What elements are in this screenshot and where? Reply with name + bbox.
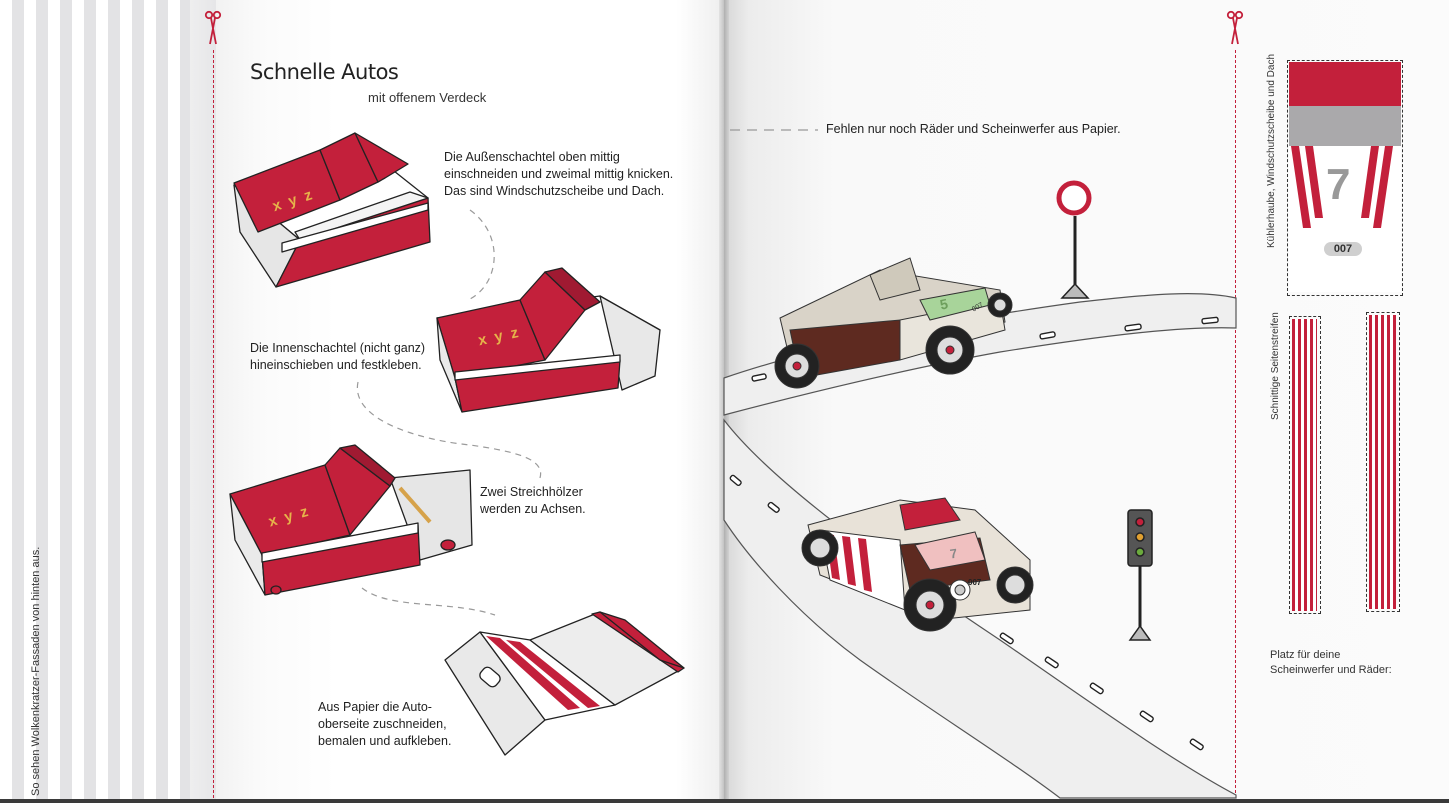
page-subtitle: mit offenem Verdeck (368, 90, 487, 105)
right-caption: Fehlen nur noch Räder und Scheinwerfer a… (826, 122, 1121, 136)
hood-template-gray-band (1289, 106, 1401, 146)
cut-line-left (213, 50, 214, 798)
connector-2 (356, 381, 542, 479)
car-red-plate: 007 (968, 578, 982, 587)
step-4-text: Aus Papier die Auto- oberseite zuschneid… (318, 700, 452, 748)
hood-number: 7 (1326, 160, 1351, 209)
step-1-text: Die Außenschachtel oben mittig einschnei… (444, 150, 674, 198)
hood-template-red-band (1289, 62, 1401, 106)
box-step-2 (436, 267, 661, 413)
page-edge-shade (190, 0, 216, 803)
side-template-label: Schnittige Seitenstreifen (1270, 312, 1281, 420)
striped-margin (0, 0, 216, 803)
side-strip-left (1292, 319, 1317, 611)
space-note: Platz für deine Scheinwerfer und Räder: (1270, 649, 1392, 676)
side-strip-left-frame (1289, 316, 1321, 614)
car-red (801, 497, 1034, 632)
stop-sign (1056, 180, 1092, 299)
paper-top-cutout (444, 611, 685, 756)
traffic-light (1127, 509, 1153, 641)
side-strip-right (1369, 315, 1396, 609)
box-step-1 (233, 132, 431, 288)
step-2-text: Die Innenschachtel (nicht ganz) hineinsc… (250, 341, 426, 372)
cut-line-right (1235, 50, 1236, 798)
hood-template-frame (1287, 60, 1403, 296)
hood-template-label: Kühlerhaube, Windschutzscheibe und Dach (1266, 53, 1277, 248)
box-step-3 (229, 444, 473, 596)
page-title: Schnelle Autos (250, 60, 399, 84)
side-strip-right-frame (1366, 312, 1400, 612)
step-3-text: Zwei Streichhölzer werden zu Achsen. (480, 485, 586, 516)
bottom-edge (0, 799, 1449, 803)
connector-1 (467, 209, 495, 301)
car-green (774, 257, 1013, 389)
hood-plate: 007 (1324, 242, 1362, 256)
connector-3 (361, 587, 496, 616)
